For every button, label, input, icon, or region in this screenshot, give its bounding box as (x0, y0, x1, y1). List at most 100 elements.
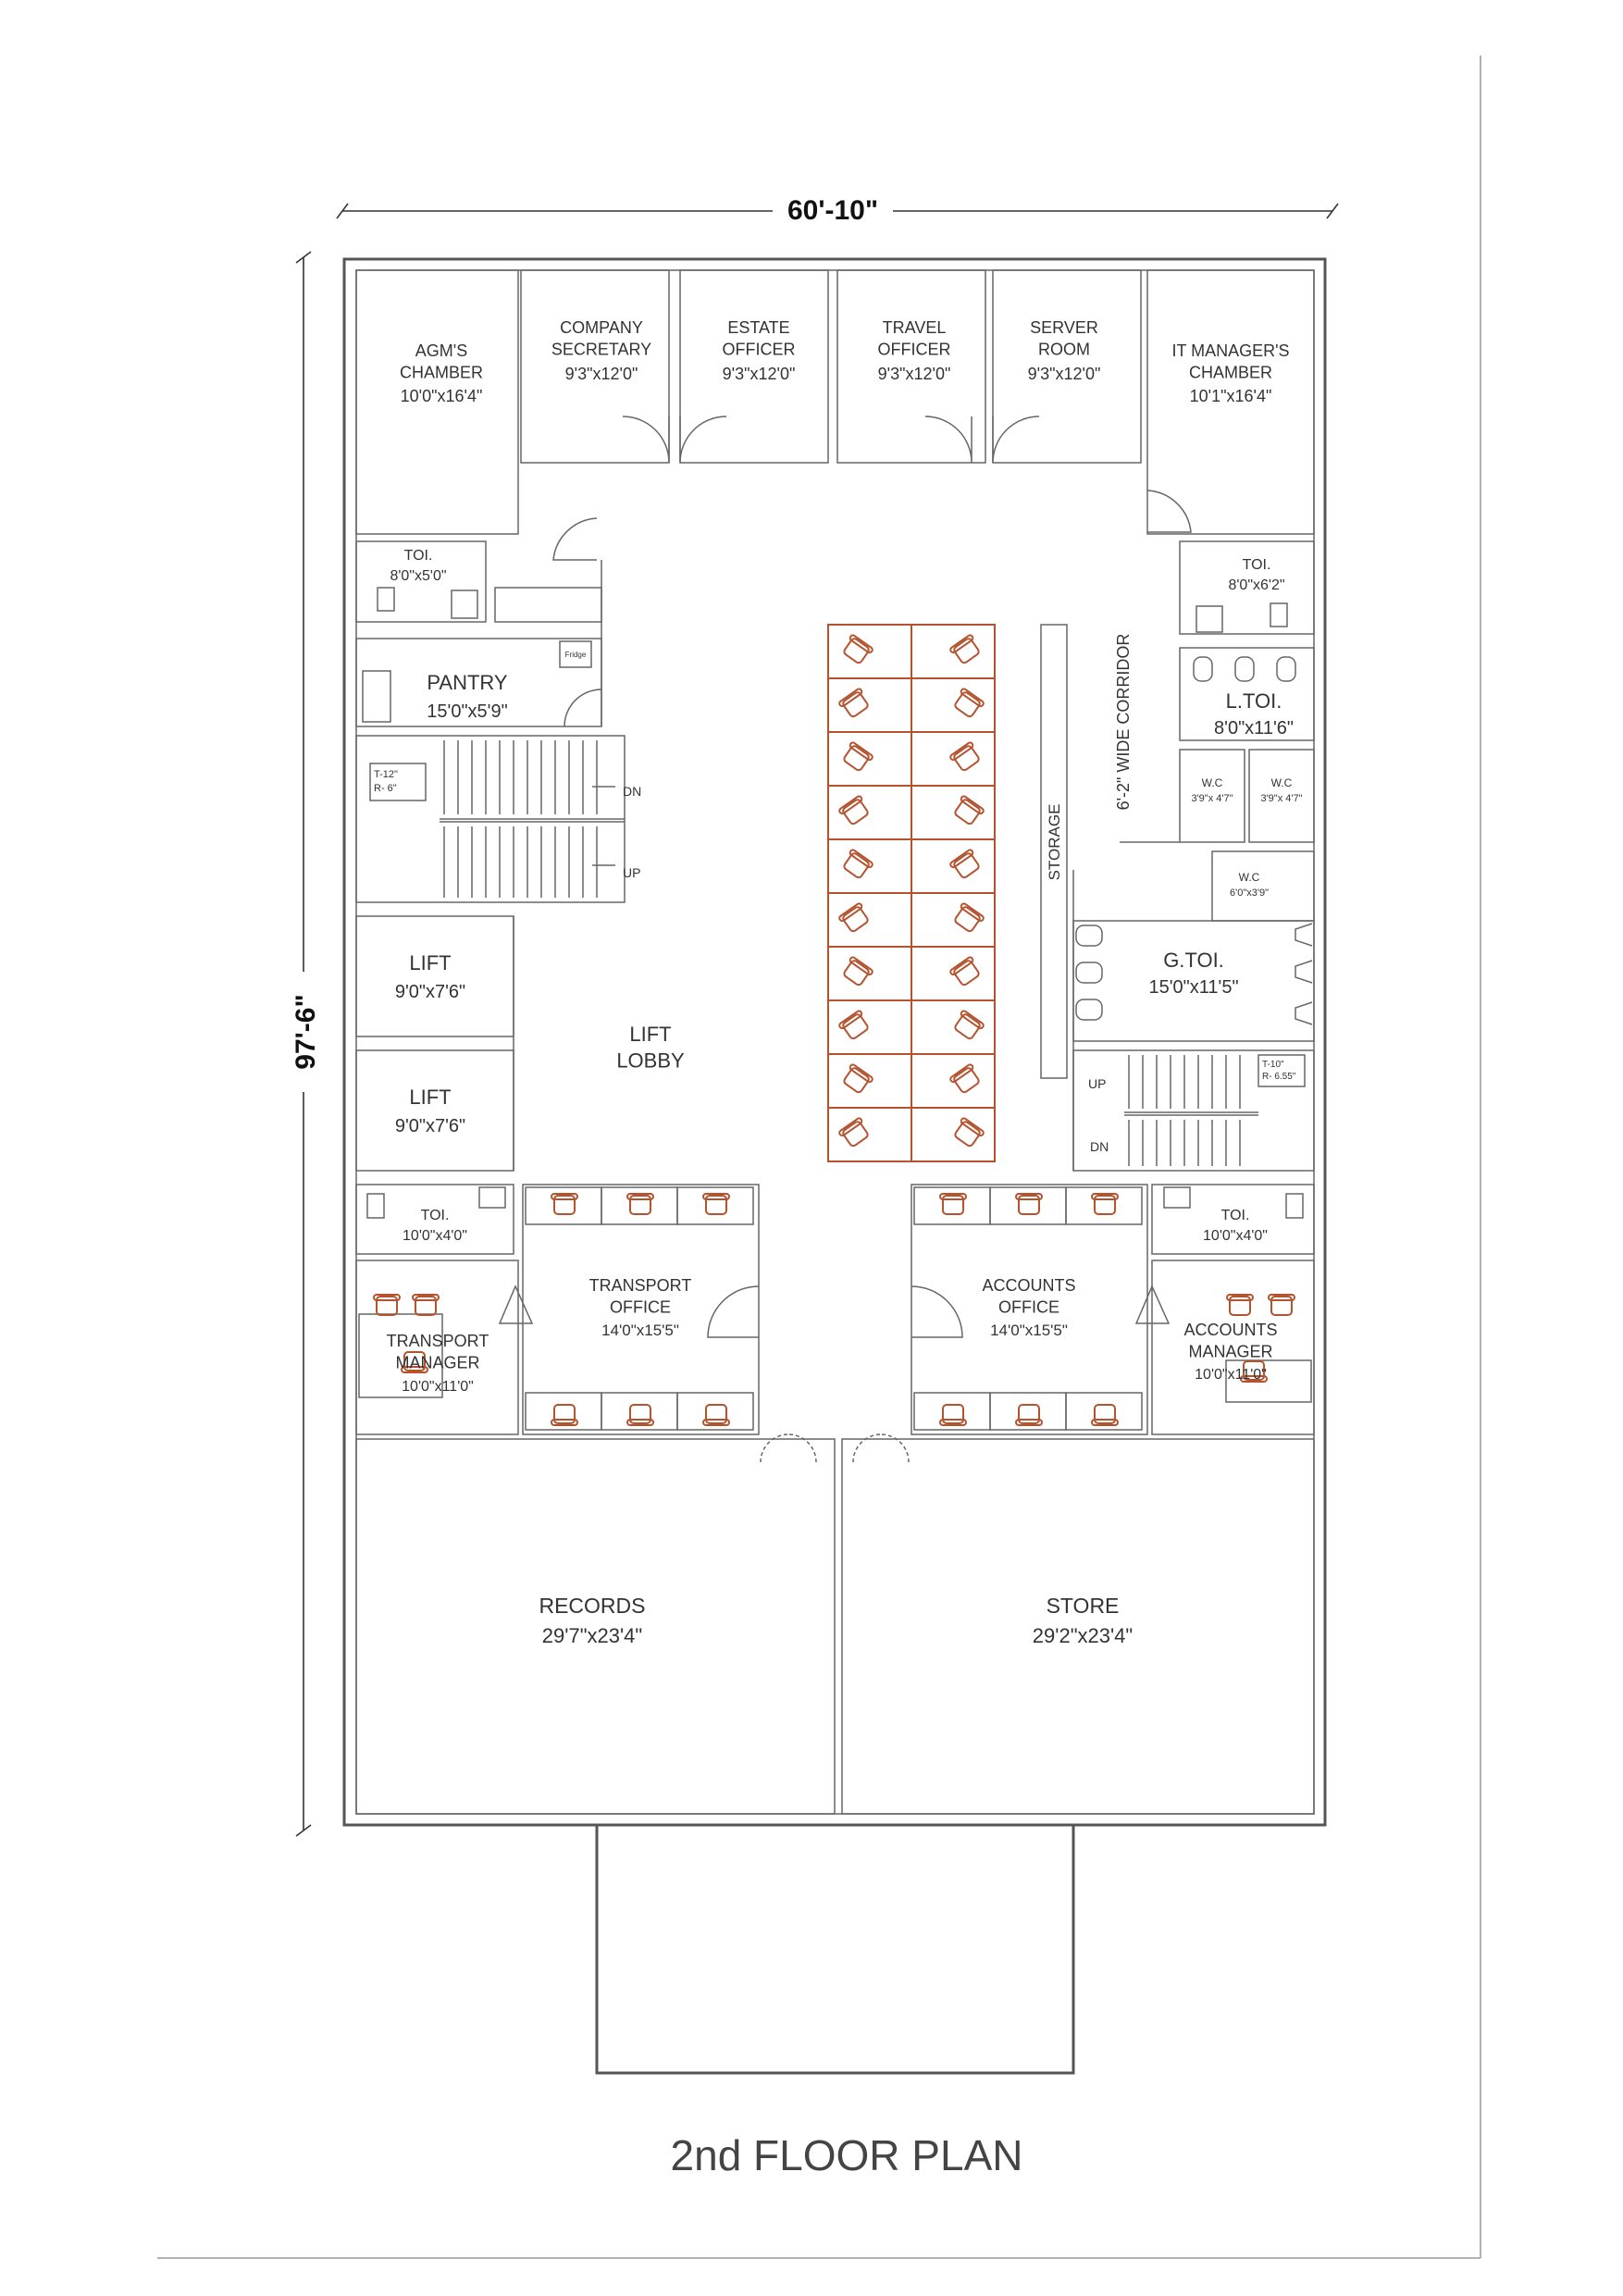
chair (954, 1010, 985, 1040)
room-agm-chamber (355, 269, 519, 535)
workstation-desk (911, 1053, 996, 1109)
store-name: STORE (1047, 1594, 1120, 1618)
basin-icon (1075, 962, 1103, 984)
toilet-bl-1 (366, 1193, 385, 1219)
room-wc-1 (1179, 749, 1245, 843)
chair (401, 1351, 428, 1373)
room-it-manager (1146, 269, 1315, 535)
toilet-fixture-left (377, 587, 395, 612)
stair-left-riser: R- 6" (374, 783, 397, 794)
wc2-size: 3'9"x 4'7" (1260, 793, 1302, 804)
gtoi-size: 15'0"x11'5" (1148, 977, 1238, 998)
top-doors (552, 416, 1192, 561)
chair (1268, 1294, 1295, 1316)
chair (626, 1404, 654, 1426)
room-accounts-office (911, 1184, 1148, 1435)
urinal-icon (1295, 923, 1313, 947)
toi-bl-name: TOI. (421, 1208, 450, 1223)
stair-right-riser: R- 6.55" (1262, 1072, 1296, 1082)
l-toi-basins (1193, 656, 1296, 682)
room-lift-1 (355, 915, 514, 1037)
chair (954, 902, 985, 933)
chair (1240, 1360, 1268, 1383)
room-records (355, 1438, 836, 1815)
room-storage (1040, 624, 1068, 1079)
workstation-desk (911, 838, 996, 894)
wc3-size: 6'0"x3'9" (1230, 887, 1269, 899)
pantry-name: PANTRY (427, 671, 508, 694)
chair (1226, 1294, 1254, 1316)
chair (1015, 1193, 1043, 1215)
ltoi-size: 8'0"x11'6" (1214, 718, 1294, 738)
transport-office-door (707, 1285, 760, 1338)
chair (412, 1294, 440, 1316)
wc1-name: W.C (1202, 776, 1223, 789)
toi-left-name: TOI. (404, 548, 433, 564)
records-name: RECORDS (539, 1594, 645, 1618)
chair (838, 1010, 869, 1040)
estate-size: 9'3"x12'0" (723, 365, 796, 383)
chair (1015, 1404, 1043, 1426)
secretary-size: 9'3"x12'0" (565, 365, 638, 383)
wc1-size: 3'9"x 4'7" (1191, 793, 1233, 804)
room-accounts-manager (1151, 1260, 1315, 1435)
stair-right-dn: DN (1090, 1139, 1109, 1154)
chair (939, 1404, 967, 1426)
chair (838, 688, 869, 718)
workstation-desk (827, 946, 912, 1001)
toi-right-size: 8'0"x6'2" (1228, 577, 1284, 593)
staircase-right (1072, 1049, 1315, 1172)
room-store (841, 1438, 1315, 1815)
toi-left-size: 8'0"x5'0" (390, 568, 446, 584)
chair (1091, 1404, 1119, 1426)
lift2-size: 9'0"x7'6" (395, 1116, 465, 1136)
store-size: 29'2"x23'4" (1033, 1624, 1133, 1647)
office-desk (676, 1186, 754, 1225)
chair (838, 902, 869, 933)
ltoi-name: L.TOI. (1226, 689, 1282, 713)
chair (1091, 1193, 1119, 1215)
server-size: 9'3"x12'0" (1028, 365, 1101, 383)
toi-br-name: TOI. (1221, 1208, 1250, 1223)
toilet-bl-2 (478, 1186, 506, 1209)
wash-fixture-right (1196, 605, 1223, 633)
chair (949, 956, 980, 987)
workstation-desk (827, 1053, 912, 1109)
lift2-name: LIFT (409, 1086, 451, 1109)
chair (949, 741, 980, 772)
wc3-name: W.C (1239, 871, 1260, 884)
chair (949, 634, 980, 664)
chair (843, 741, 873, 772)
stair-left-tread: T-12" (374, 769, 398, 780)
storage-label: STORAGE (1046, 804, 1063, 881)
itmanager-size: 10'1"x16'4" (1190, 387, 1272, 405)
accounts-manager-size: 10'0"x11'0" (1195, 1367, 1267, 1383)
office-desk (676, 1392, 754, 1431)
room-lift-2 (355, 1049, 514, 1172)
urinal-icon (1295, 1001, 1313, 1025)
workstation-desk (911, 1107, 996, 1162)
lift1-size: 9'0"x7'6" (395, 982, 465, 1002)
workstation-desk (911, 624, 996, 679)
toilet-br-2 (1285, 1193, 1304, 1219)
accounts-office-door (911, 1285, 963, 1338)
corridor-label: 6'-2" WIDE CORRIDOR (1114, 634, 1133, 811)
chair (702, 1193, 730, 1215)
fridge-label: Fridge (565, 651, 587, 659)
g-toi-urinals (1295, 923, 1313, 1025)
transport-manager-size: 10'0"x11'0" (402, 1379, 474, 1395)
workstation-desk (827, 624, 912, 679)
room-toi-left (355, 540, 487, 623)
workstation-desk (827, 838, 912, 894)
lift1-name: LIFT (409, 951, 451, 974)
room-toi-bottom-left (355, 1184, 514, 1255)
workstation-desk (911, 946, 996, 1001)
room-travel-officer (836, 269, 986, 464)
